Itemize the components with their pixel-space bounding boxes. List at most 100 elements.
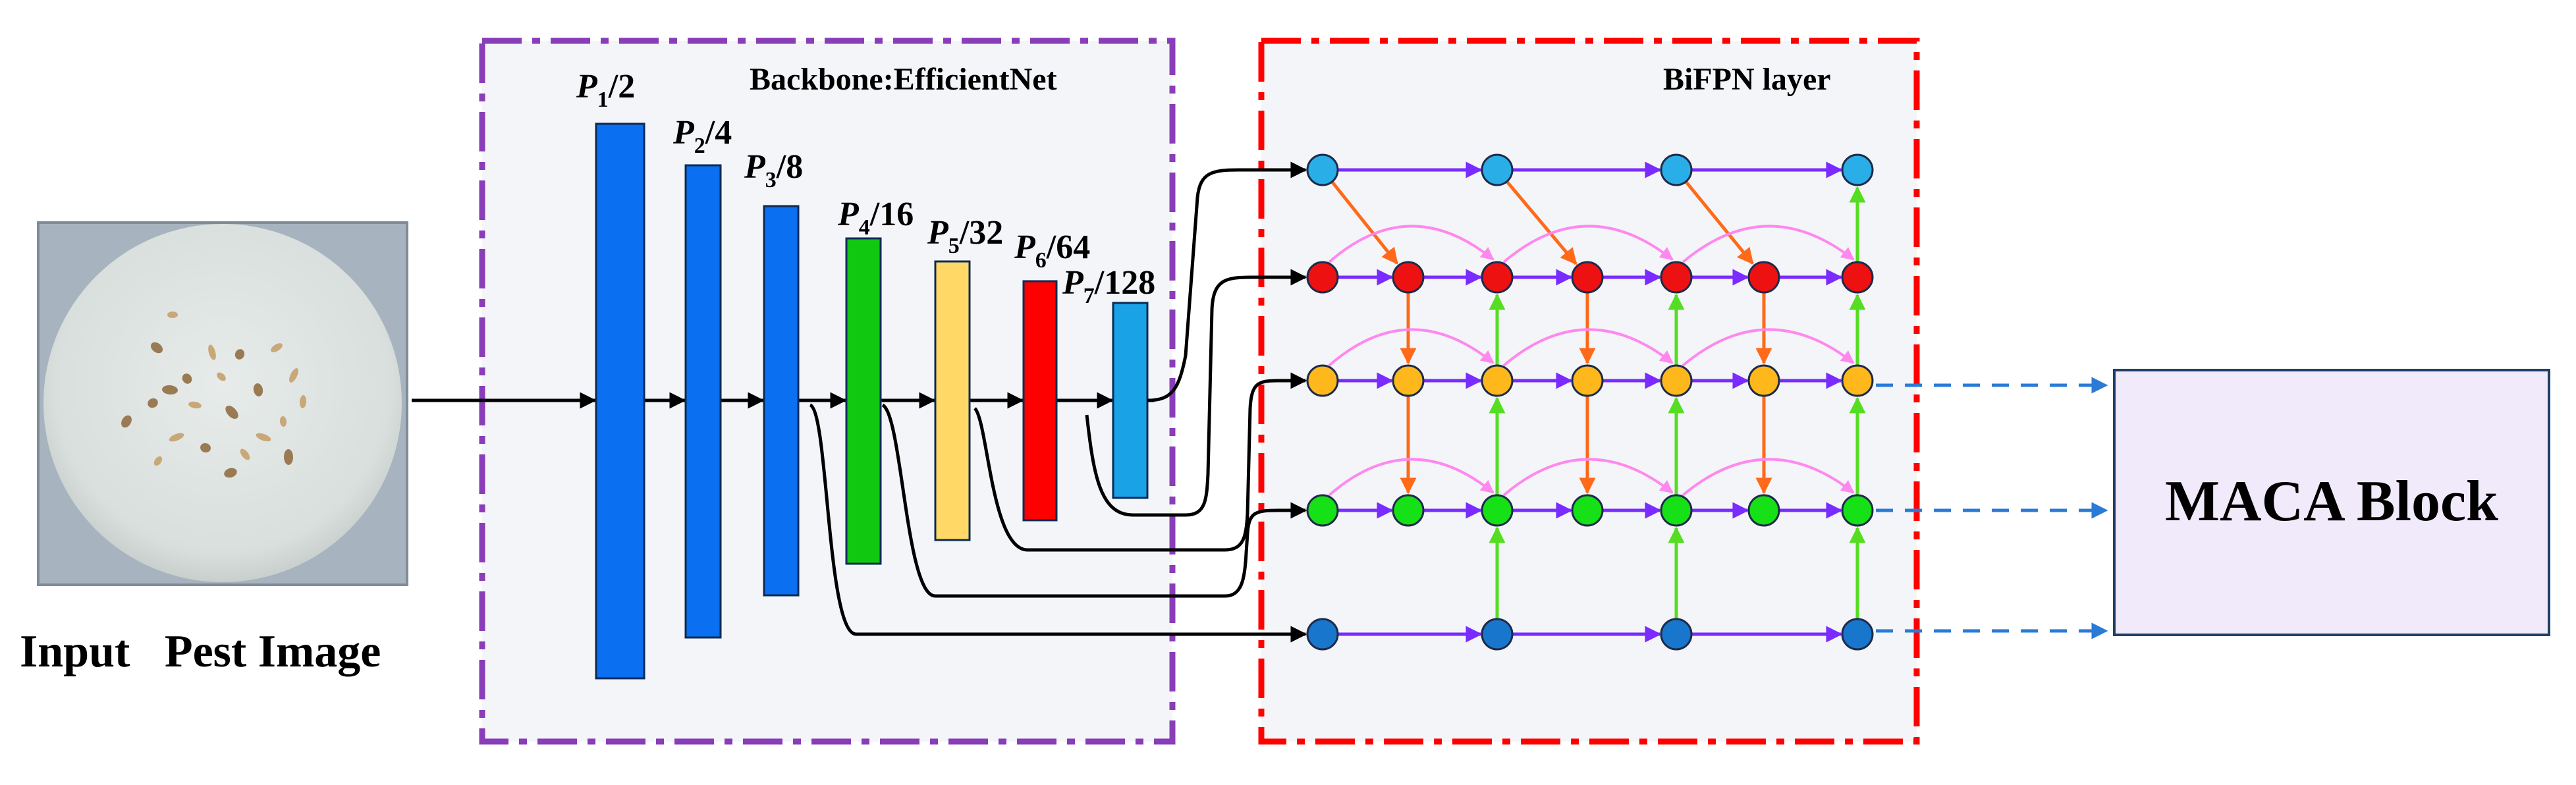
skip-edge [1502, 458, 1674, 497]
bifpn-node [1306, 494, 1339, 527]
connector-p5 [973, 372, 1307, 552]
level-label-p4: P4/16 [837, 196, 914, 240]
bifpn-node [1306, 618, 1339, 651]
skip-edge [1328, 328, 1494, 367]
bifpn-edges [1328, 161, 1866, 643]
bifpn-node [1306, 153, 1339, 186]
bifpn-node [1392, 494, 1425, 527]
level-label-p6: P6/64 [1014, 229, 1090, 273]
skip-edge [1328, 225, 1494, 263]
feature-bar-p6 [1022, 280, 1058, 522]
level-label-ratio: /4 [705, 114, 732, 151]
level-label-sub: 1 [597, 88, 609, 112]
level-label-p: P [1062, 264, 1084, 302]
skip-edge [1502, 328, 1674, 367]
bifpn-node [1660, 618, 1693, 651]
input-caption: Input Pest Image [20, 626, 381, 677]
level-label-p: P [927, 214, 949, 252]
top-down-edge [1684, 180, 1754, 265]
bifpn-node [1747, 261, 1780, 294]
bifpn-node [1660, 153, 1693, 186]
input-image-frame [37, 221, 408, 586]
feature-bar-p1 [595, 122, 645, 680]
connector-p3 [809, 403, 1307, 643]
bifpn-node [1481, 494, 1514, 527]
petri-dish [43, 224, 402, 582]
pest-specimen [200, 443, 211, 453]
pest-specimen [153, 456, 163, 466]
bifpn-node [1841, 153, 1874, 186]
pest-specimen [217, 372, 226, 381]
connector-p6 [1085, 269, 1307, 517]
level-label-ratio: /128 [1094, 264, 1155, 302]
level-label-p: P [1014, 229, 1036, 266]
backbone-feature-bars [595, 122, 1149, 680]
level-label-p: P [744, 148, 766, 186]
skip-edge [1328, 458, 1494, 497]
bifpn-nodes [1306, 153, 1874, 651]
bifpn-node [1660, 364, 1693, 397]
bifpn-node [1747, 494, 1780, 527]
level-label-p: P [576, 68, 598, 105]
bifpn-node [1841, 364, 1874, 397]
level-label-ratio: /64 [1046, 229, 1090, 266]
bifpn-output-arrows [1876, 377, 2108, 639]
level-label-p5: P5/32 [927, 214, 1003, 258]
skip-edge [1682, 458, 1855, 497]
level-label-ratio: /8 [776, 148, 803, 186]
bifpn-node [1660, 494, 1693, 527]
pest-specimen [256, 433, 271, 442]
pest-specimen [283, 449, 294, 465]
bifpn-node [1571, 494, 1604, 527]
bifpn-node [1481, 618, 1514, 651]
bifpn-node [1841, 261, 1874, 294]
bifpn-node [1392, 261, 1425, 294]
connector-p4 [881, 403, 1307, 598]
backbone-panel [479, 38, 1176, 745]
feature-bar-p7 [1112, 302, 1149, 499]
skip-edge [1682, 225, 1855, 263]
bifpn-node [1481, 364, 1514, 397]
pest-specimen [271, 343, 283, 352]
bifpn-node [1841, 618, 1874, 651]
level-label-ratio: /2 [608, 68, 635, 105]
level-label-p: P [837, 196, 860, 233]
feature-bar-p3 [763, 205, 800, 597]
pest-specimens [121, 311, 307, 478]
pest-specimen [225, 406, 238, 419]
pest-specimen [162, 385, 178, 395]
bifpn-node [1481, 153, 1514, 186]
top-down-edge [1505, 180, 1577, 265]
pest-specimen [169, 433, 184, 442]
bifpn-node [1481, 261, 1514, 294]
bifpn-title: BiFPN layer [1663, 62, 1831, 97]
pest-specimen [121, 415, 132, 428]
level-label-p2: P2/4 [672, 114, 732, 158]
skip-edge [1682, 328, 1855, 367]
pest-specimen [182, 373, 192, 384]
level-label-p1: P1/2 [576, 68, 635, 112]
pest-specimen [188, 401, 202, 409]
level-label-sub: 3 [765, 168, 777, 192]
bifpn-node [1571, 261, 1604, 294]
pest-specimen [208, 344, 216, 360]
maca-block [2113, 369, 2550, 636]
top-down-edge [1330, 180, 1399, 265]
pest-specimen [167, 311, 178, 318]
skip-edge [1502, 225, 1674, 263]
pest-specimen [234, 349, 245, 360]
bifpn-node [1571, 364, 1604, 397]
pest-specimen [150, 342, 163, 354]
pest-specimen [279, 416, 287, 427]
pest-specimen [289, 367, 298, 383]
backbone-to-bifpn-connectors [809, 161, 1307, 643]
pest-specimen [253, 383, 263, 396]
level-label-p3: P3/8 [744, 148, 803, 192]
level-label-sub: 7 [1083, 284, 1095, 308]
bifpn-node [1747, 364, 1780, 397]
level-label-ratio: /16 [869, 196, 914, 233]
level-label-sub: 5 [948, 234, 960, 258]
connector-p7 [1147, 161, 1307, 402]
